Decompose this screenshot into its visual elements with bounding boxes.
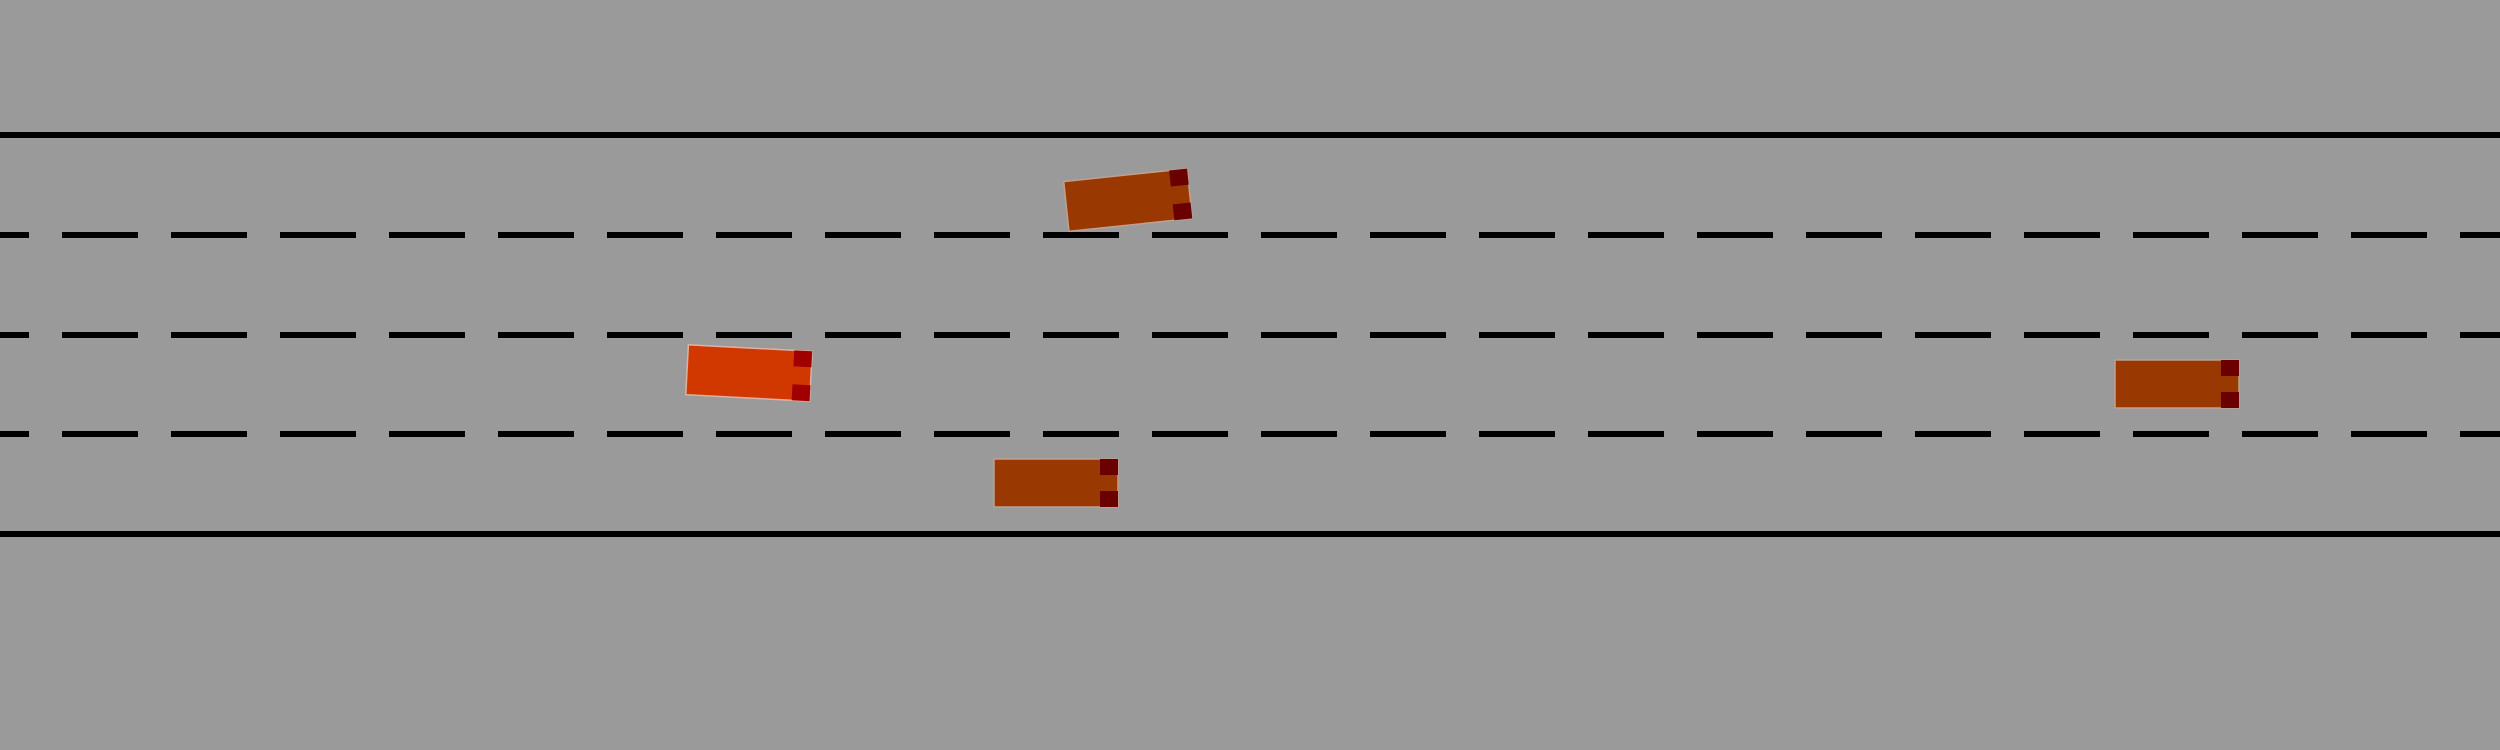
vehicle-headlight — [1172, 202, 1193, 221]
vehicle-1 — [1062, 167, 1194, 233]
vehicles — [684, 167, 2240, 508]
vehicle-3 — [2114, 359, 2240, 409]
vehicle-headlight — [1100, 491, 1118, 507]
vehicle-headlight — [2221, 360, 2239, 376]
vehicle-headlight — [793, 350, 813, 368]
ego-vehicle — [684, 344, 814, 402]
vehicle-body — [993, 458, 1119, 508]
vehicle-body — [2114, 359, 2240, 409]
vehicle-headlight — [1169, 168, 1189, 187]
vehicle-headlight — [1100, 459, 1118, 475]
vehicle-body — [1062, 167, 1194, 233]
vehicle-headlight — [2221, 392, 2239, 408]
vehicle-body — [684, 344, 814, 402]
vehicle-headlight — [791, 384, 811, 402]
vehicle-2 — [993, 458, 1119, 508]
lane-markings — [0, 132, 2500, 537]
